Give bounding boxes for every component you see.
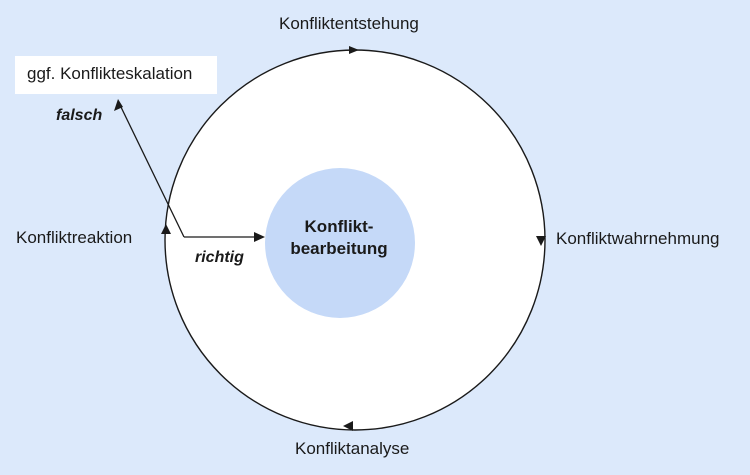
center-label-line1: Konflikt- — [304, 217, 374, 236]
escalation-box: ggf. Konflikteskalation — [15, 56, 217, 94]
stage-label-right: Konfliktwahrnehmung — [556, 229, 720, 248]
escalation-path-line — [119, 104, 185, 238]
wrong-path-label: falsch — [56, 107, 103, 124]
resolution-arrowhead — [254, 232, 265, 242]
cycle-arrow-left — [161, 224, 171, 234]
right-path-label: richtig — [195, 249, 244, 266]
center-label-line2: bearbeitung — [290, 239, 388, 258]
center-label: Konflikt- bearbeitung — [268, 216, 410, 260]
stage-label-bottom: Konfliktanalyse — [295, 439, 410, 458]
escalation-arrowhead — [114, 99, 123, 111]
cycle-arrow-bottom — [343, 421, 353, 431]
cycle-arrow-right — [536, 236, 546, 246]
inner-resolution-circle — [265, 168, 415, 318]
stage-label-left: Konfliktreaktion — [16, 228, 133, 247]
stage-label-top: Konfliktentstehung — [279, 14, 419, 33]
cycle-arrow-top — [349, 46, 359, 54]
escalation-label: ggf. Konflikteskalation — [27, 64, 193, 83]
